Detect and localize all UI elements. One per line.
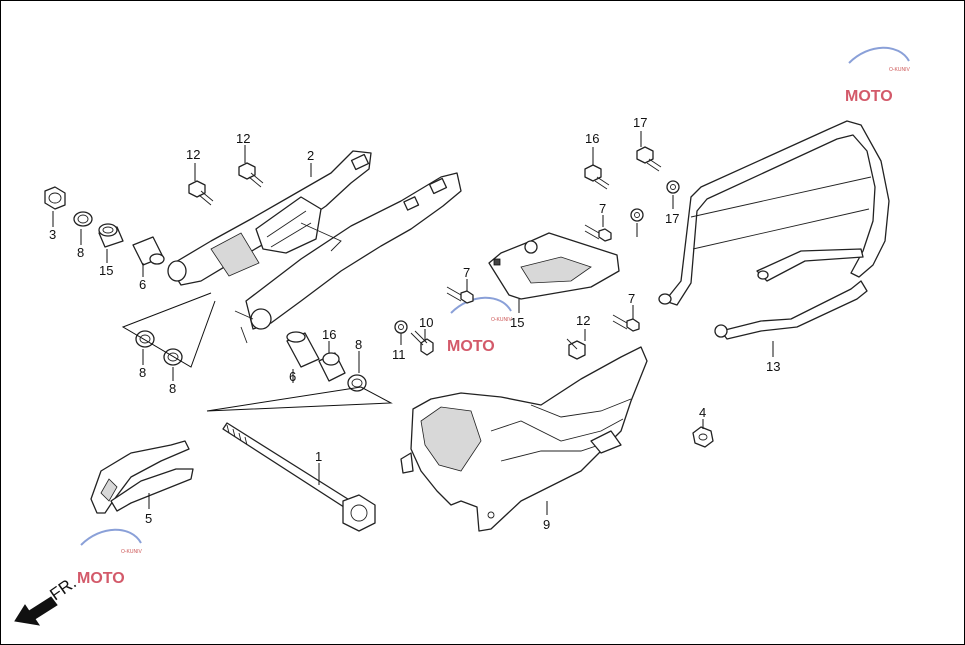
part-8-washer — [73, 211, 93, 227]
assembly-line-center — [206, 386, 393, 412]
callout-8: 8 — [139, 365, 146, 380]
part-1-pivot-bolt — [222, 422, 376, 532]
part-16-bolt-a — [584, 164, 610, 190]
part-15-bearing — [98, 223, 124, 248]
callout-4: 4 — [699, 405, 706, 420]
watermark-center: MOTO O-KUNIV — [447, 296, 513, 355]
callout-5: 5 — [145, 511, 152, 526]
watermark-text: MOTO — [845, 88, 893, 105]
callout-15: 16 — [322, 327, 336, 342]
callout-12: 12 — [186, 147, 200, 162]
part-4-nut — [692, 426, 714, 448]
front-direction-indicator: FR. — [14, 573, 80, 626]
part-9-chain-cover — [400, 346, 648, 532]
callout-7: 7 — [628, 291, 635, 306]
watermark-text: MOTO — [447, 338, 495, 355]
callout-8: 8 — [169, 381, 176, 396]
callout-7: 7 — [463, 265, 470, 280]
watermark-bottom-left: MOTO O-KUNIV — [77, 528, 143, 587]
part-12-bolt-a — [188, 180, 214, 206]
part-3-nut — [44, 186, 66, 210]
callout-16: 17 — [633, 115, 647, 130]
callout-6: 6 — [289, 369, 296, 384]
part-15-bearing-center — [318, 352, 346, 382]
part-8-washer-lower-b — [163, 348, 183, 366]
part-8-washer-lower-a — [135, 330, 155, 348]
callout-1: 1 — [315, 449, 322, 464]
watermark-sub: O-KUNIV — [889, 67, 911, 73]
watermark-text: MOTO — [77, 570, 125, 587]
callout-7: 7 — [599, 201, 606, 216]
callout-2: 2 — [307, 148, 314, 163]
part-16-bolt-b — [636, 146, 662, 172]
callout-9: 9 — [543, 517, 550, 532]
part-14-bracket — [488, 232, 620, 300]
callout-3: 3 — [49, 227, 56, 242]
part-6-collar — [132, 236, 165, 266]
part-13-guard-frame — [658, 120, 890, 340]
part-10-bolt — [410, 330, 434, 356]
part-5-chain-slider — [90, 440, 194, 514]
callout-17: 17 — [665, 211, 679, 226]
callout-13: 13 — [766, 359, 780, 374]
part-7-bolt-c — [612, 314, 640, 332]
part-11-washer — [394, 320, 408, 334]
watermark-top-right: MOTO O-KUNIV — [845, 46, 911, 105]
part-2-swing-arm — [167, 150, 462, 344]
front-arrow-icon — [14, 596, 58, 626]
callout-12: 12 — [576, 313, 590, 328]
part-7-bolt-b — [584, 224, 612, 242]
callout-10: 10 — [419, 315, 433, 330]
part-12-bolt-b — [238, 162, 264, 188]
leader-lines — [52, 131, 774, 515]
watermark-sub: O-KUNIV — [491, 317, 513, 323]
callout-11: 11 — [392, 347, 406, 362]
callout-6: 6 — [139, 277, 146, 292]
assembly-line-left — [121, 292, 216, 368]
part-12-bolt-c — [566, 338, 586, 360]
part-17-washer-b — [630, 208, 644, 222]
callout-16: 16 — [585, 131, 599, 146]
callout-8: 8 — [77, 245, 84, 260]
callout-15: 15 — [99, 263, 113, 278]
callout-labels: 3 8 15 6 12 12 2 8 8 6 16 8 1 5 7 15 7 7… — [49, 115, 780, 532]
callout-8: 8 — [355, 337, 362, 352]
part-7-bolt-a — [446, 286, 474, 304]
callout-14: 15 — [510, 315, 524, 330]
part-6-collar-center — [286, 331, 320, 368]
callout-12: 12 — [236, 131, 250, 146]
watermark-sub: O-KUNIV — [121, 549, 143, 555]
part-17-washer-a — [666, 180, 680, 194]
